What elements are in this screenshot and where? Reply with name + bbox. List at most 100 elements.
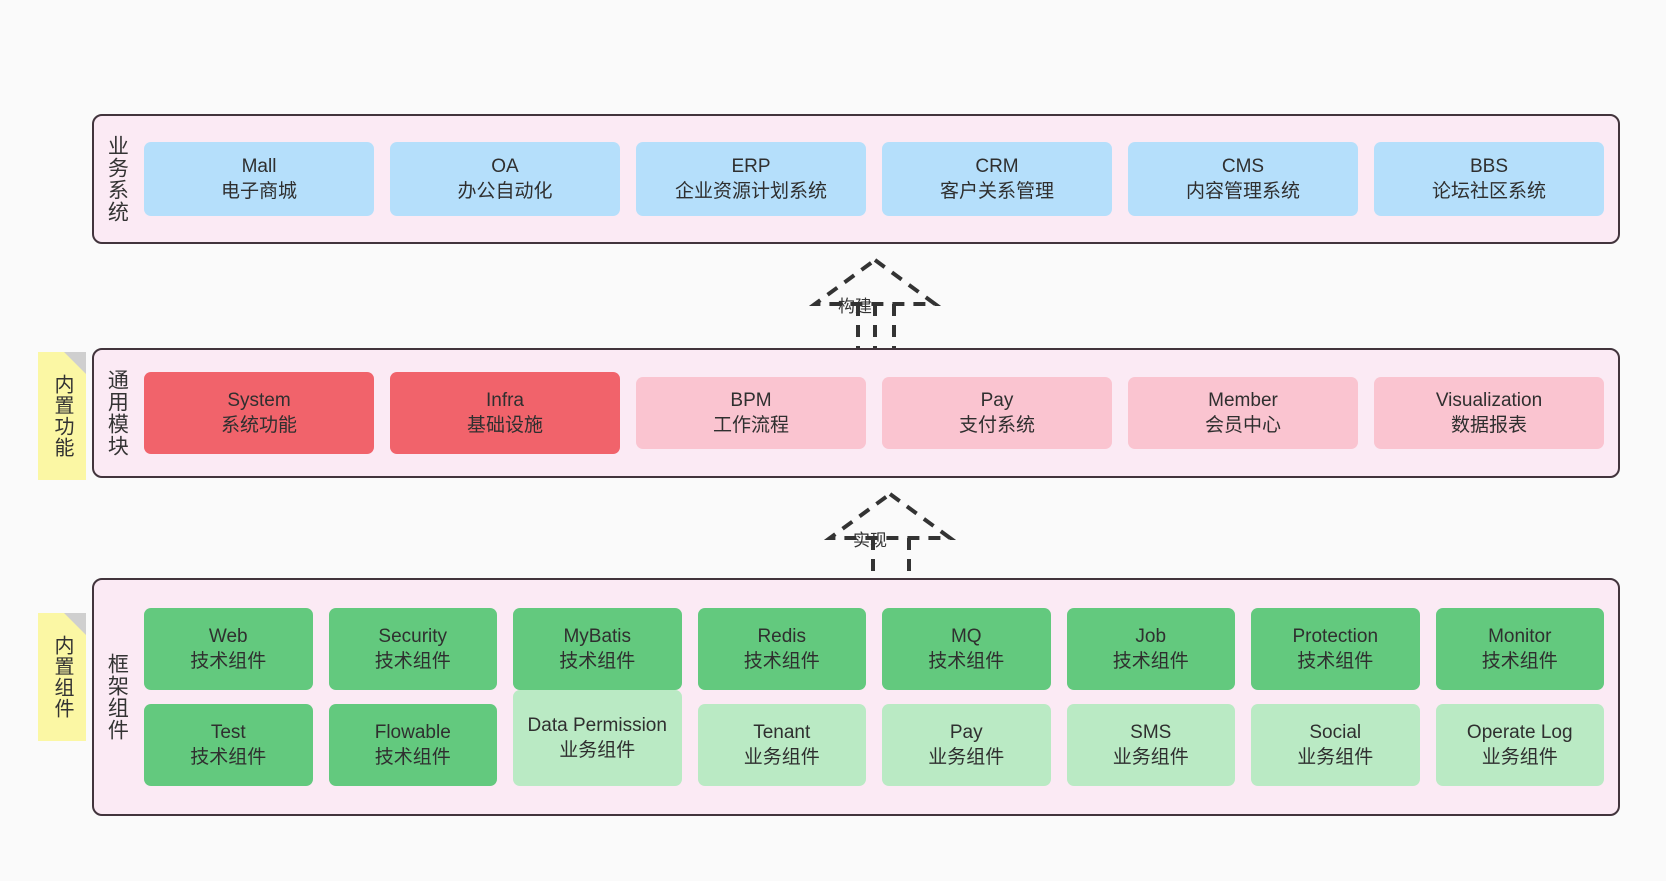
node-mybatis[interactable]: MyBatis 技术组件	[513, 608, 682, 690]
node-name: Mall	[241, 155, 277, 177]
node-name: BPM	[730, 389, 772, 411]
node-name: ERP	[731, 155, 771, 177]
node-subtitle: 工作流程	[712, 415, 789, 436]
note-fold-corner-icon	[64, 613, 86, 635]
node-name: SMS	[1130, 721, 1172, 743]
node-subtitle: 电子商城	[220, 181, 297, 202]
layer-title-common-modules: 通用模块	[105, 369, 129, 457]
node-subtitle: 会员中心	[1204, 415, 1281, 436]
node-name: Pay	[980, 389, 1014, 411]
node-name: Monitor	[1488, 625, 1552, 647]
node-name: Web	[208, 625, 248, 647]
node-name: OA	[491, 155, 519, 177]
node-row: System 系统功能 Infra 基础设施 BPM 工作流程 Pay 支付系统…	[144, 372, 1604, 454]
connector-build-arrow	[808, 257, 942, 354]
node-crm[interactable]: CRM 客户关系管理	[882, 142, 1112, 216]
node-sms[interactable]: SMS 业务组件	[1066, 704, 1235, 786]
node-oa[interactable]: OA 办公自动化	[390, 142, 620, 216]
node-row: Mall 电子商城 OA 办公自动化 ERP 企业资源计划系统 CRM 客户关系…	[144, 142, 1604, 216]
node-flowable[interactable]: Flowable 技术组件	[328, 704, 497, 786]
note-fold-corner-icon	[64, 352, 86, 374]
node-name: Flowable	[374, 721, 451, 743]
node-cms[interactable]: CMS 内容管理系统	[1128, 142, 1358, 216]
node-name: System	[227, 389, 291, 411]
node-subtitle: 系统功能	[220, 415, 297, 436]
note-builtin-components: 内置组件	[38, 613, 86, 741]
node-name: Security	[378, 625, 448, 647]
node-name: Pay	[949, 721, 983, 743]
node-security[interactable]: Security 技术组件	[328, 608, 497, 690]
node-name: Protection	[1292, 625, 1379, 647]
node-system[interactable]: System 系统功能	[144, 372, 374, 454]
connector-implement: 实现	[805, 491, 965, 592]
node-mq[interactable]: MQ 技术组件	[882, 608, 1051, 690]
node-subtitle: 技术组件	[374, 747, 451, 768]
layer-common-modules: 通用模块 System 系统功能 Infra 基础设施 BPM 工作流程 Pay…	[92, 348, 1620, 478]
node-subtitle: 基础设施	[466, 415, 543, 436]
node-subtitle: 数据报表	[1450, 415, 1527, 436]
node-subtitle: 支付系统	[958, 415, 1035, 436]
node-subtitle: 技术组件	[559, 651, 636, 672]
node-subtitle: 内容管理系统	[1185, 181, 1300, 202]
node-name: Job	[1135, 625, 1167, 647]
node-subtitle: 企业资源计划系统	[674, 181, 827, 202]
layer-framework-components: 框架组件 Web 技术组件 Security 技术组件 MyBatis 技术组件…	[92, 578, 1620, 816]
node-web[interactable]: Web 技术组件	[144, 608, 313, 690]
node-subtitle: 技术组件	[190, 651, 267, 672]
note-label: 内置组件	[51, 635, 73, 719]
node-name: Member	[1208, 389, 1278, 411]
node-protection[interactable]: Protection 技术组件	[1251, 608, 1420, 690]
connector-implement-label: 实现	[853, 531, 887, 550]
node-pay-business[interactable]: Pay 业务组件	[882, 704, 1051, 786]
node-subtitle: 技术组件	[374, 651, 451, 672]
node-row: Web 技术组件 Security 技术组件 MyBatis 技术组件 Redi…	[144, 608, 1604, 690]
connector-build-label: 构建	[838, 297, 872, 316]
node-pay[interactable]: Pay 支付系统	[882, 377, 1112, 449]
node-subtitle: 技术组件	[1481, 651, 1558, 672]
node-visualization[interactable]: Visualization 数据报表	[1374, 377, 1604, 449]
node-subtitle: 技术组件	[1112, 651, 1189, 672]
node-subtitle: 论坛社区系统	[1431, 181, 1546, 202]
node-subtitle: 业务组件	[1112, 747, 1189, 768]
node-subtitle: 业务组件	[743, 747, 820, 768]
node-subtitle: 业务组件	[559, 740, 636, 761]
note-builtin-features: 内置功能	[38, 352, 86, 480]
node-infra[interactable]: Infra 基础设施	[390, 372, 620, 454]
layer-body-common-modules: System 系统功能 Infra 基础设施 BPM 工作流程 Pay 支付系统…	[138, 350, 1618, 476]
node-subtitle: 技术组件	[190, 747, 267, 768]
node-subtitle: 技术组件	[743, 651, 820, 672]
node-test[interactable]: Test 技术组件	[144, 704, 313, 786]
node-subtitle: 办公自动化	[457, 181, 553, 202]
node-name: MyBatis	[563, 625, 632, 647]
node-name: Test	[210, 721, 246, 743]
node-data-permission[interactable]: Data Permission 业务组件	[513, 690, 682, 786]
node-redis[interactable]: Redis 技术组件	[697, 608, 866, 690]
node-mall[interactable]: Mall 电子商城	[144, 142, 374, 216]
node-name: Redis	[757, 625, 807, 647]
node-subtitle: 技术组件	[928, 651, 1005, 672]
node-row: Test 技术组件 Flowable 技术组件 Data Permission …	[144, 690, 1604, 786]
node-subtitle: 技术组件	[1297, 651, 1374, 672]
node-operate-log[interactable]: Operate Log 业务组件	[1435, 704, 1604, 786]
connector-implement-arrow	[823, 491, 957, 588]
node-tenant[interactable]: Tenant 业务组件	[697, 704, 866, 786]
note-label: 内置功能	[51, 374, 73, 458]
layer-body-framework-components: Web 技术组件 Security 技术组件 MyBatis 技术组件 Redi…	[138, 580, 1618, 814]
node-monitor[interactable]: Monitor 技术组件	[1435, 608, 1604, 690]
node-bpm[interactable]: BPM 工作流程	[636, 377, 866, 449]
node-erp[interactable]: ERP 企业资源计划系统	[636, 142, 866, 216]
node-member[interactable]: Member 会员中心	[1128, 377, 1358, 449]
node-name: Social	[1309, 721, 1362, 743]
node-name: MQ	[950, 625, 982, 647]
node-bbs[interactable]: BBS 论坛社区系统	[1374, 142, 1604, 216]
node-job[interactable]: Job 技术组件	[1066, 608, 1235, 690]
node-subtitle: 业务组件	[1481, 747, 1558, 768]
node-name: BBS	[1469, 155, 1509, 177]
layer-title-business-system: 业务系统	[105, 135, 129, 223]
node-name: CMS	[1221, 155, 1265, 177]
node-social[interactable]: Social 业务组件	[1251, 704, 1420, 786]
node-subtitle: 业务组件	[1297, 747, 1374, 768]
node-name: Data Permission	[527, 714, 667, 736]
layer-body-business-system: Mall 电子商城 OA 办公自动化 ERP 企业资源计划系统 CRM 客户关系…	[138, 116, 1618, 242]
layer-title-framework-components: 框架组件	[105, 653, 129, 741]
